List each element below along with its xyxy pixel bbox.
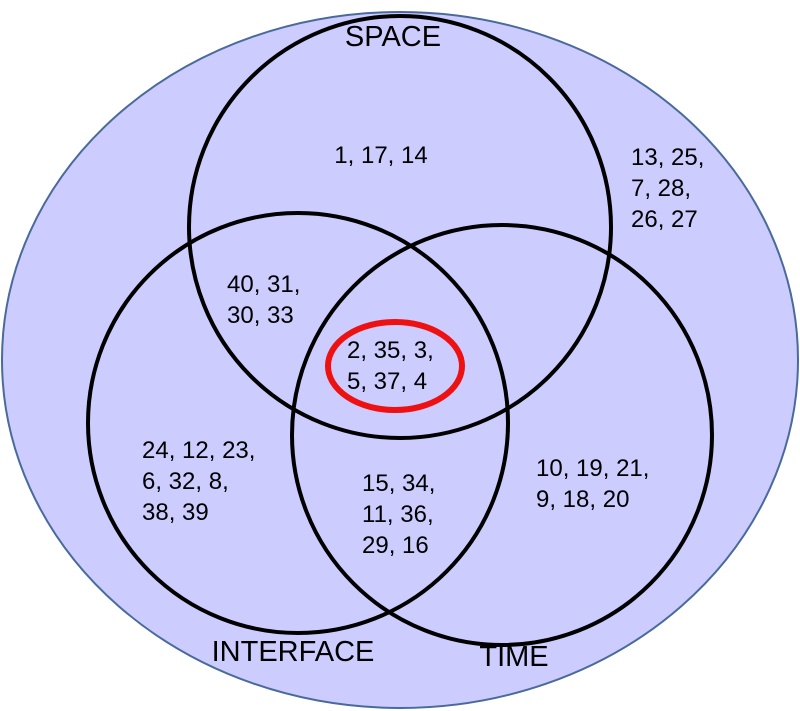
space-interface-values: 40, 31, 30, 33 — [227, 271, 307, 329]
interface-circle — [86, 211, 510, 635]
interface-only-values: 24, 12, 23, 6, 32, 8, 38, 39 — [142, 437, 262, 526]
all-three-values: 2, 35, 3, 5, 37, 4 — [347, 337, 440, 395]
space-label: SPACE — [345, 21, 441, 53]
time-only-values: 10, 19, 21, 9, 18, 20 — [536, 455, 656, 513]
space-circle — [187, 14, 613, 440]
universe-ellipse — [1, 11, 799, 709]
time-circle — [290, 223, 714, 647]
outside-values: 13, 25, 7, 28, 26, 27 — [631, 144, 711, 233]
interface-time-values: 15, 34, 11, 36, 29, 16 — [362, 470, 442, 559]
interface-label: INTERFACE — [212, 636, 375, 668]
space-only-values: 1, 17, 14 — [334, 142, 427, 169]
time-label: TIME — [479, 641, 548, 673]
highlight-ring — [325, 319, 465, 413]
